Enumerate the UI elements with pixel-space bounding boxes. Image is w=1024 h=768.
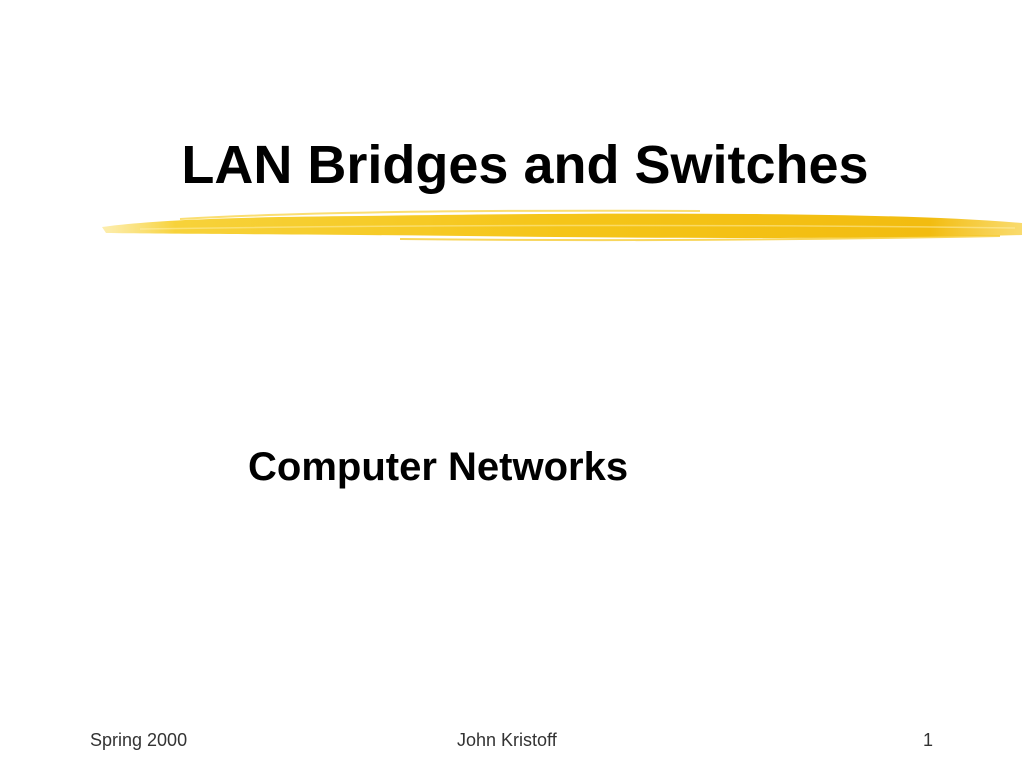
slide-subtitle: Computer Networks — [248, 445, 629, 489]
footer-date: Spring 2000 — [90, 730, 188, 750]
highlighter-underline — [102, 209, 1022, 241]
footer-page-number: 1 — [923, 730, 934, 750]
slide-title: LAN Bridges and Switches — [181, 135, 869, 195]
footer-author: John Kristoff — [457, 730, 557, 750]
